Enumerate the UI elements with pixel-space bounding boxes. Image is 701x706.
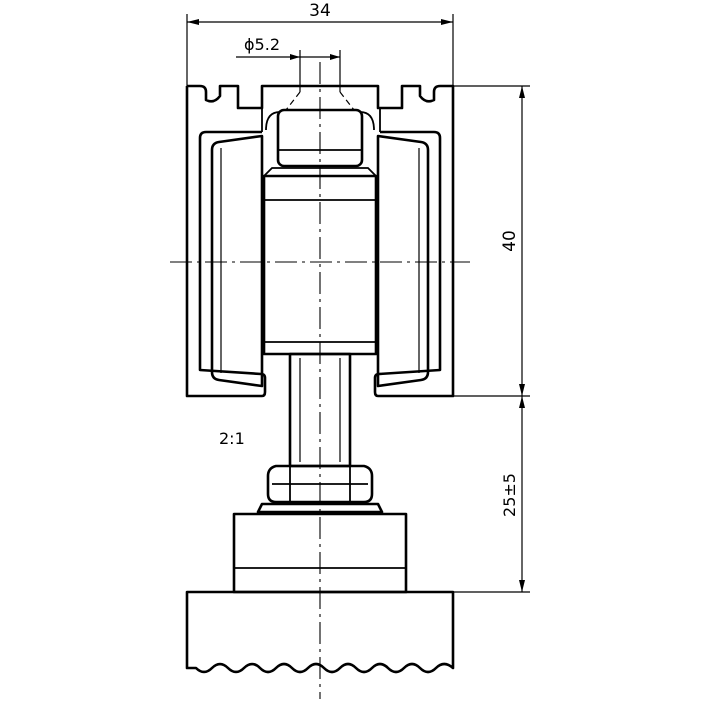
door-panel	[185, 590, 455, 674]
adjust-dimension-label: 25±5	[500, 473, 519, 517]
left-wheel	[210, 134, 264, 388]
width-dimension: 34	[186, 1, 454, 86]
height-dimension: 40	[452, 85, 530, 397]
height-dimension-label: 40	[500, 230, 520, 252]
width-dimension-label: 34	[309, 1, 331, 21]
right-wheel	[376, 134, 430, 388]
center-lines	[170, 62, 470, 699]
adjust-dimension: 25±5	[408, 396, 530, 593]
bore-dimension-label: ϕ5.2	[244, 35, 280, 54]
bore-dimension: ϕ5.2	[236, 35, 341, 92]
scale-label: 2:1	[219, 429, 245, 448]
